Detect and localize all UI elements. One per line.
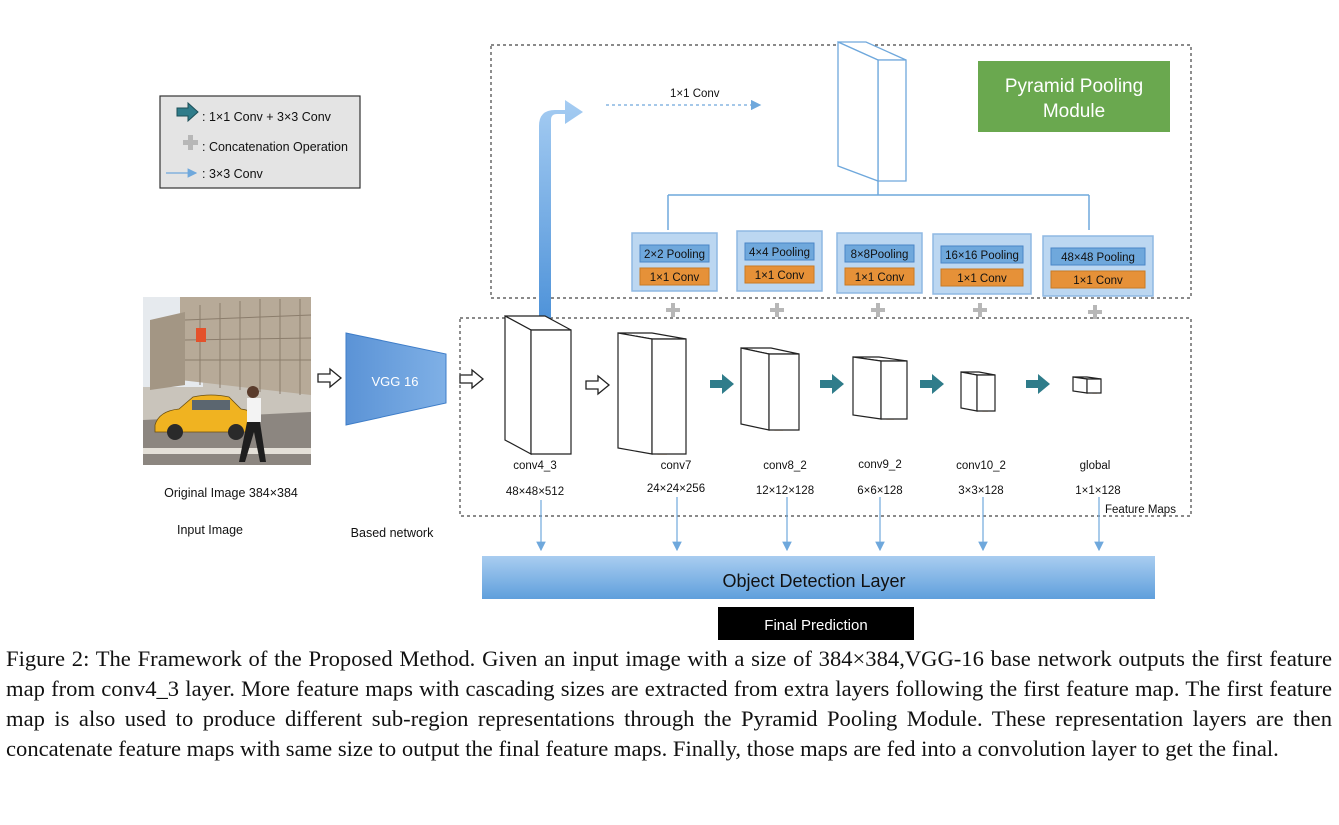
object-detection-layer [482,556,1155,599]
layer-size: 3×3×128 [958,485,1003,497]
input-image [143,297,312,465]
feature-map-cuboid [617,332,687,455]
layer-size: 24×24×256 [647,483,705,495]
plus-icon [666,303,680,317]
teal-arrow-icon [176,101,199,123]
pooling-box [940,245,1024,264]
conv-label: 1×1 Conv [957,273,1007,285]
input-caption-size: Original Image 384×384 [164,486,298,500]
legend: : 1×1 Conv + 3×3 Conv : Concatenation Op… [159,95,361,189]
pooling-label: 8×8Pooling [851,249,909,261]
base-network-caption: Based network [351,526,434,540]
hollow-arrow-icon [317,367,343,389]
conv-box [744,265,815,284]
plus-icon [973,303,987,317]
teal-arrow-icon [710,374,734,394]
legend-item-3x3: : 3×3 Conv [202,167,264,181]
conv-box [639,267,710,286]
detection-arrows [536,497,1104,552]
pooling-branch: 2×2 Pooling 1×1 Conv [631,232,718,292]
layer-size: 6×6×128 [857,485,902,497]
teal-arrow-icon [820,374,844,394]
layer-size: 48×48×512 [506,486,564,498]
feature-maps-frame [459,317,1192,517]
pooling-box [639,244,710,263]
layer-name: conv7 [661,460,692,472]
figure-caption: Figure 2: The Framework of the Proposed … [6,646,1332,761]
conv-label: 1×1 Conv [1073,275,1123,287]
feature-map-blocks [504,314,1102,456]
hollow-arrow-icon [459,368,485,390]
framework-diagram: : 1×1 Conv + 3×3 Conv : Concatenation Op… [143,40,1192,640]
feature-map-cuboid [504,314,572,456]
conv-label: 1×1 Conv [855,272,905,284]
pooling-branch: 48×48 Pooling 1×1 Conv [1042,235,1154,297]
feature-map-cuboid [852,356,908,420]
conv-label: 1×1 Conv [650,272,700,284]
teal-arrow-icon [1026,374,1050,394]
pyramid-pooling-module: Pyramid Pooling Module 1×1 Conv 2×2 Pool… [490,40,1192,299]
conv-box [1050,270,1146,289]
final-prediction-box [718,607,914,640]
layer-name: conv4_3 [513,460,556,472]
layer-size: 1×1×128 [1075,485,1120,497]
pooling-branch: 16×16 Pooling 1×1 Conv [932,233,1032,295]
teal-arrow-icon [920,374,944,394]
concat-plus-icons [666,303,1102,319]
ppm-title-line2: Module [1043,101,1105,122]
ppm-title-line1: Pyramid Pooling [1005,76,1143,97]
pooling-label: 48×48 Pooling [1061,252,1135,264]
conv-box [940,268,1024,287]
feature-map-cuboid [960,371,996,412]
legend-item-concat: : Concatenation Operation [202,140,348,154]
pooling-branch: 8×8Pooling 1×1 Conv [836,232,923,294]
feature-map-cuboid [1072,376,1102,394]
plus-icon [871,303,885,317]
feature-map-cuboid [740,347,800,431]
pooling-box [744,242,815,261]
plus-icon [183,135,198,150]
feature-map-labels: conv4_3 48×48×512 conv7 24×24×256 conv8_… [506,459,1121,498]
feature-maps-label: Feature Maps [1105,504,1176,516]
ppm-title-box [978,61,1170,132]
layer-name: conv10_2 [956,460,1006,472]
ppm-bracket [667,181,1090,230]
pooling-label: 2×2 Pooling [644,249,705,261]
layer-name: global [1080,460,1111,472]
conv-box [844,267,915,286]
ppm-conv-label: 1×1 Conv [670,88,720,100]
pooling-branch: 4×4 Pooling 1×1 Conv [736,230,823,292]
final-prediction-label: Final Prediction [764,617,867,634]
pooling-box [844,244,915,263]
object-detection-label: Object Detection Layer [722,571,905,591]
vgg-label: VGG 16 [372,374,419,389]
layer-name: conv9_2 [858,459,901,471]
vgg-block [345,332,447,426]
hollow-arrow-icon [585,374,611,396]
layer-size: 12×12×128 [756,485,814,497]
plus-icon [770,303,784,317]
pooling-box [1050,247,1146,266]
input-caption: Input Image [177,523,243,537]
legend-item-conv: : 1×1 Conv + 3×3 Conv [202,110,332,124]
upward-arrow [539,100,583,318]
ppm-feature-block [837,40,907,182]
plus-icon [1088,305,1102,319]
conv-label: 1×1 Conv [755,270,805,282]
pooling-label: 4×4 Pooling [749,247,810,259]
pooling-label: 16×16 Pooling [945,250,1019,262]
layer-name: conv8_2 [763,460,806,472]
